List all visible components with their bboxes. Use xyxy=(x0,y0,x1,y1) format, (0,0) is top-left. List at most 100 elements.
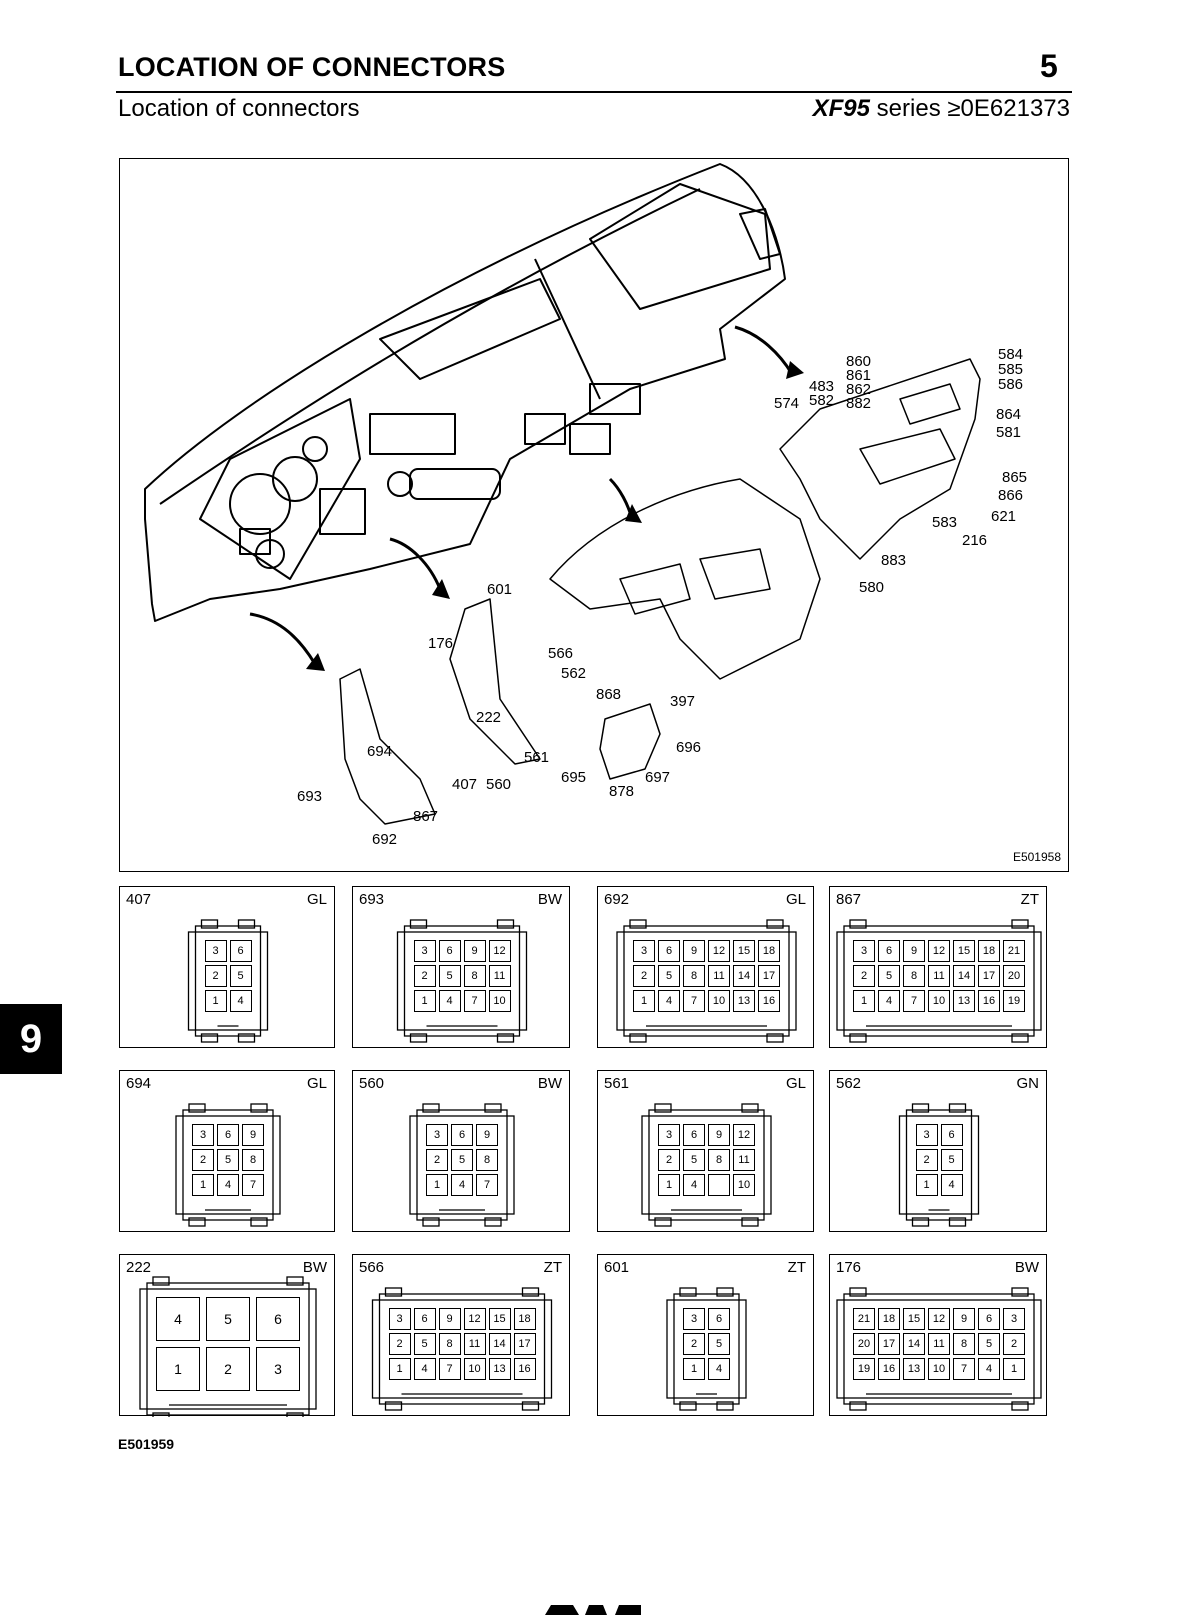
callout-584: 584 xyxy=(998,346,1024,363)
callout-694: 694 xyxy=(367,743,393,760)
connector-pin: 12 xyxy=(928,1308,950,1330)
connector-pin: 3 xyxy=(683,1308,705,1330)
connector-pin: 9 xyxy=(463,940,486,962)
connector-pin: 4 xyxy=(658,990,680,1012)
chapter-number: 5 xyxy=(1040,48,1058,84)
page-subtitle: Location of connectors xyxy=(118,95,360,122)
callout-865: 865 xyxy=(1002,469,1028,486)
figure-code: E501958 xyxy=(1012,850,1061,864)
connector-pin: 7 xyxy=(438,1358,461,1380)
connector-pin: 16 xyxy=(513,1358,536,1380)
series-info: XF95 series ≥0E621373 xyxy=(813,95,1070,123)
connector-pin: 12 xyxy=(708,940,730,962)
connector-pin: 3 xyxy=(256,1347,300,1391)
connector-pin: 9 xyxy=(903,940,925,962)
connector-pin: 7 xyxy=(463,990,486,1012)
connector-pin: 2 xyxy=(204,965,227,987)
connector-pin: 4 xyxy=(683,1174,705,1196)
page-code: E501959 xyxy=(118,1436,175,1452)
connector-pin: 13 xyxy=(488,1358,511,1380)
connector-pin: 4 xyxy=(413,1358,436,1380)
callout-695: 695 xyxy=(561,769,587,786)
connector-pin: 17 xyxy=(978,965,1000,987)
connector-pin: 4 xyxy=(940,1174,963,1196)
connector-pin: 7 xyxy=(683,990,705,1012)
callout-621: 621 xyxy=(991,508,1017,525)
chapter-tab: 9 xyxy=(0,1004,62,1074)
connector-pin: 8 xyxy=(242,1149,264,1171)
connector-pin: 3 xyxy=(413,940,436,962)
connector-pin: 20 xyxy=(853,1333,875,1355)
connector-pin: 6 xyxy=(940,1124,963,1146)
connector-pin: 1 xyxy=(156,1347,200,1391)
connector-pin: 5 xyxy=(658,965,680,987)
connector-pin: 3 xyxy=(388,1308,411,1330)
connector-pin: 5 xyxy=(451,1149,473,1171)
connector-pin: 1 xyxy=(192,1174,214,1196)
connector-pin: 1 xyxy=(683,1358,705,1380)
connector-pin: 1 xyxy=(204,990,227,1012)
dashboard-figure: 584 585 586 860 861 862 882 483 582 574 … xyxy=(119,158,1069,872)
connector-pin: 12 xyxy=(488,940,511,962)
connector-pin: 9 xyxy=(683,940,705,962)
connector-pin: 9 xyxy=(476,1124,498,1146)
callout-483: 483 xyxy=(809,378,835,395)
connector-pin: 10 xyxy=(463,1358,486,1380)
connector-pin: 2 xyxy=(192,1149,214,1171)
header-rule xyxy=(116,91,1072,93)
connector-pin: 6 xyxy=(451,1124,473,1146)
connector-id: 566 xyxy=(359,1259,385,1276)
callout-692: 692 xyxy=(372,831,398,848)
callout-866: 866 xyxy=(998,487,1024,504)
connector-pin: 15 xyxy=(903,1308,925,1330)
connector-color-code: GL xyxy=(306,1075,327,1092)
connector-pin: 1 xyxy=(413,990,436,1012)
connector-pin: 3 xyxy=(192,1124,214,1146)
connector-pin: 7 xyxy=(242,1174,264,1196)
connector-pin xyxy=(708,1174,730,1196)
connector-pin: 13 xyxy=(903,1358,925,1380)
callout-222: 222 xyxy=(476,709,502,726)
connector-housing xyxy=(371,1287,553,1411)
connector-pin: 9 xyxy=(708,1124,730,1146)
connector-pin: 14 xyxy=(903,1333,925,1355)
connector-pin: 1 xyxy=(853,990,875,1012)
callout-583: 583 xyxy=(932,514,958,531)
callout-397: 397 xyxy=(670,693,696,710)
connector-pin: 6 xyxy=(683,1124,705,1146)
callout-562: 562 xyxy=(561,665,587,682)
connector-pin: 15 xyxy=(953,940,975,962)
connector-pin: 16 xyxy=(878,1358,900,1380)
connector-pin: 2 xyxy=(853,965,875,987)
connector-pin: 4 xyxy=(978,1358,1000,1380)
callout-407: 407 xyxy=(452,776,478,793)
connector-pin: 7 xyxy=(953,1358,975,1380)
connector-housing xyxy=(409,1103,515,1227)
connector-pin: 1 xyxy=(633,990,655,1012)
connector-housing xyxy=(616,919,797,1043)
connector-pin: 2 xyxy=(915,1149,938,1171)
connector-pin: 6 xyxy=(878,940,900,962)
connector-pin: 8 xyxy=(438,1333,461,1355)
connector-id: 601 xyxy=(604,1259,630,1276)
connector-housing xyxy=(836,1287,1042,1411)
connector-pin: 3 xyxy=(204,940,227,962)
connector-pin: 18 xyxy=(878,1308,900,1330)
connector-pin: 12 xyxy=(463,1308,486,1330)
callout-697: 697 xyxy=(645,769,671,786)
connector-pin: 12 xyxy=(733,1124,755,1146)
connector-color-code: BW xyxy=(302,1259,327,1276)
connector-pin: 8 xyxy=(463,965,486,987)
connector-pin: 3 xyxy=(426,1124,448,1146)
connector-id: 560 xyxy=(359,1075,385,1092)
connector-pin: 2 xyxy=(426,1149,448,1171)
connector-pin: 2 xyxy=(683,1333,705,1355)
connector-pin: 5 xyxy=(878,965,900,987)
